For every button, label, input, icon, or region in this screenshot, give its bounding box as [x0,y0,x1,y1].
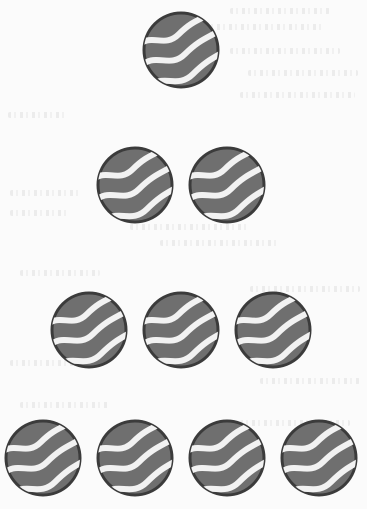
striped-ball [141,290,221,370]
striped-ball [279,418,359,498]
striped-ball [141,10,221,90]
striped-ball [187,145,267,225]
striped-ball [95,145,175,225]
striped-ball [233,290,313,370]
striped-ball [3,418,83,498]
striped-ball [187,418,267,498]
striped-ball [95,418,175,498]
striped-ball [49,290,129,370]
